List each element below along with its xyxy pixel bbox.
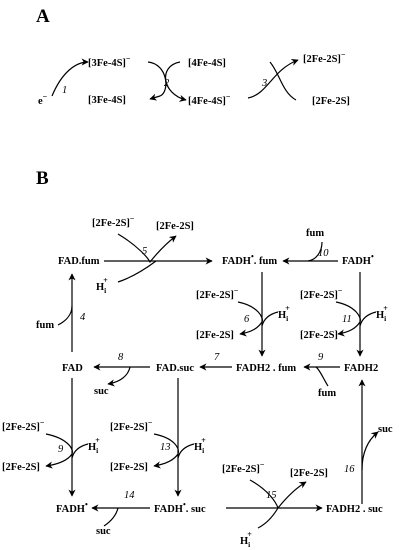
step-4-number: 4 (80, 312, 86, 323)
species-4fe4s: [4Fe-4S] (188, 58, 226, 69)
step-11-number: 11 (342, 314, 352, 325)
step-11-proton-arrow (359, 311, 377, 327)
step-15-proton-arrow (257, 507, 279, 529)
electron-label: e− (38, 92, 48, 107)
step-16-suc-arrow (361, 431, 379, 471)
step-13-electron-arrow (153, 433, 179, 469)
step-11-electron-arrow (335, 301, 361, 337)
step-6-number: 6 (244, 314, 250, 325)
step-13-proton-arrow (177, 443, 195, 459)
step-9-electron-arrow (45, 433, 73, 469)
step-13-number: 13 (160, 442, 171, 453)
step-10-number: 10 (318, 248, 329, 259)
panel-b-label: B (36, 168, 49, 189)
step-2-number: 2 (164, 78, 170, 89)
step-14-suc-arrow (103, 507, 119, 527)
step-4-fum: fum (36, 320, 54, 331)
species-fadh-radical-fum: FADH•. fum (222, 252, 277, 267)
step-5-fe2s2-reduced: [2Fe-2S]− (92, 214, 135, 229)
step-5-fe2s2: [2Fe-2S] (156, 221, 194, 232)
step-5-proton: Hi+ (96, 276, 108, 295)
step-16-suc: suc (378, 424, 393, 435)
step-5-proton-arrow (117, 260, 157, 283)
species-3fe4s: [3Fe-4S] (88, 95, 126, 106)
step-4-fum-arrow (57, 305, 73, 326)
step-3-arrow-up (247, 58, 299, 99)
step-15-fe2s2-reduced: [2Fe-2S]− (222, 460, 265, 475)
species-4fe4s-reduced: [4Fe-4S]− (188, 92, 231, 107)
species-fadh2-suc: FADH2 . suc (326, 504, 383, 515)
species-2fe2s-reduced: [2Fe-2S]− (303, 50, 346, 65)
step-11-fe2s2-reduced: [2Fe-2S]− (300, 286, 343, 301)
species-fad: FAD (62, 363, 83, 374)
step-15-number: 15 (266, 490, 277, 501)
species-fadh2-fum: FADH2 . fum (236, 363, 296, 374)
step-5-number: 5 (142, 246, 147, 257)
step-7-number: 7 (214, 352, 220, 363)
step-1-number: 1 (62, 85, 67, 96)
step-3-arrow-down (269, 61, 297, 101)
step-12-fum: fum (318, 388, 336, 399)
step-11-proton: Hi+ (376, 304, 388, 323)
step-9-fe2s2: [2Fe-2S] (2, 462, 40, 473)
step-11-fe2s2: [2Fe-2S] (300, 330, 338, 341)
step-15-electron-arrow (249, 479, 307, 510)
step-13-proton: Hi+ (194, 436, 206, 455)
panel-a-label: A (36, 6, 50, 27)
step-9-number: 9 (58, 444, 64, 455)
species-fad-fum: FAD.fum (58, 256, 100, 267)
step-6-electron-arrow (237, 301, 263, 337)
panel-a: A e− 1 [3Fe-4S]− [3Fe-4S] 2 [4Fe-4S] [4F… (36, 6, 350, 107)
step-6-proton: Hi+ (278, 304, 290, 323)
species-fadh-radical-free: FADH• (56, 500, 88, 515)
step-14-number: 14 (124, 490, 135, 501)
step-12-number: 9 (318, 352, 324, 363)
species-fad-suc: FAD.suc (156, 363, 194, 374)
species-fadh2: FADH2 (344, 363, 378, 374)
step-15-proton: Hi+ (240, 530, 252, 549)
step-10-fum-arrow (307, 241, 323, 262)
step-6-proton-arrow (261, 311, 279, 327)
step-8-suc: suc (94, 386, 109, 397)
species-fadh-radical: FADH• (342, 252, 374, 267)
step-16-number: 16 (344, 464, 355, 475)
species-3fe4s-reduced: [3Fe-4S]− (88, 54, 131, 69)
step-1-arrow (51, 58, 89, 97)
step-13-fe2s2: [2Fe-2S] (110, 462, 148, 473)
step-9-proton-arrow (71, 443, 89, 459)
step-6-fe2s2: [2Fe-2S] (196, 330, 234, 341)
panel-b: B FAD.fum FADH•. fum FADH• [2Fe-2S]− [2F… (2, 168, 393, 549)
species-fadh-radical-suc: FADH•. suc (154, 500, 206, 515)
step-2-arrow-forward (164, 61, 187, 102)
step-9-fe2s2-reduced: [2Fe-2S]− (2, 418, 45, 433)
step-14-suc: suc (96, 526, 111, 537)
step-12-fum-arrow (315, 366, 329, 387)
step-9-proton: Hi+ (88, 436, 100, 455)
step-15-fe2s2: [2Fe-2S] (290, 468, 328, 479)
step-13-fe2s2-reduced: [2Fe-2S]− (110, 418, 153, 433)
step-6-fe2s2-reduced: [2Fe-2S]− (196, 286, 239, 301)
step-5-electron-arrow (117, 233, 177, 264)
step-8-suc-arrow (107, 366, 131, 387)
step-3-number: 3 (261, 78, 267, 89)
step-8-number: 8 (118, 352, 124, 363)
step-10-fum: fum (306, 228, 324, 239)
species-2fe2s: [2Fe-2S] (312, 96, 350, 107)
